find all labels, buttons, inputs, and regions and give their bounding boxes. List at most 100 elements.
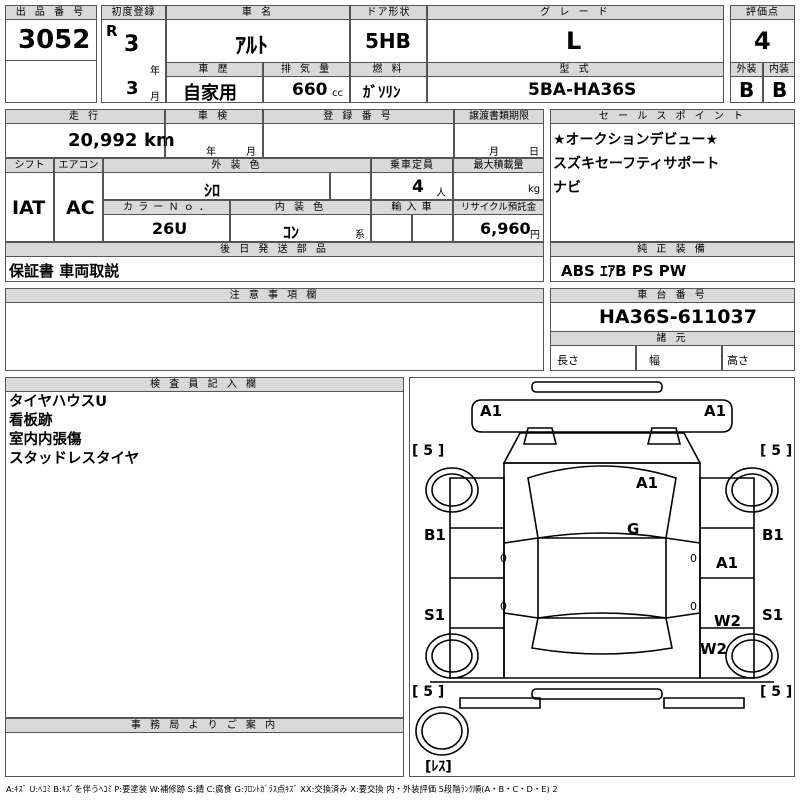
recycle-fee: 6,960 xyxy=(480,219,531,238)
spec-width-cell: 幅 xyxy=(636,345,722,371)
exterior-grade-label: 外装 xyxy=(730,62,763,77)
diagram-mark: A1 xyxy=(636,474,658,492)
transfer-day-unit: 日 xyxy=(529,147,539,158)
exterior-grade: B xyxy=(739,78,755,102)
wheel-rear-right xyxy=(725,633,779,679)
car-diagram-svg: A1 A1 A1 G A1 B1 B1 S1 S1 W2 W2 [ 5 ] [ … xyxy=(412,381,792,775)
mileage: 20,992 xyxy=(68,130,138,151)
transfer-docs-cell: 月 日 xyxy=(454,123,544,158)
windshield-outline xyxy=(527,465,677,539)
chassis-number: HA36S-611037 xyxy=(599,306,757,328)
fuel-label: 燃 料 xyxy=(350,62,427,77)
equipment: ABS ｴｱB PS PW xyxy=(561,262,687,280)
diagram-mark: S1 xyxy=(762,606,783,624)
first-reg-cell: R 3 年 3 月 xyxy=(101,19,166,103)
inspector-line: 室内内張傷 xyxy=(9,432,82,448)
max-load-unit: kg xyxy=(528,184,541,195)
notes-label: 注 意 事 項 欄 xyxy=(5,288,544,303)
sales-point-line: スズキセーフティサポート xyxy=(553,156,720,172)
int-color-unit: 系 xyxy=(355,230,365,241)
side-zero: 0 xyxy=(690,600,697,613)
legend-text: A:ｷｽﾞ U:ﾍｺﾐ B:ｷｽﾞを伴うﾍｺﾐ P:要塗装 W:補修跡 S:錆 … xyxy=(6,784,558,794)
wheel-front-left xyxy=(425,467,479,513)
displacement-label: 排 気 量 xyxy=(263,62,350,77)
capacity: 4 xyxy=(412,177,424,197)
reg-month: 3 xyxy=(126,78,139,99)
sales-point-line: ★オークションデビュー★ xyxy=(553,132,719,148)
int-color: ｺﾝ xyxy=(283,223,300,242)
aircon-cell: AC xyxy=(54,172,103,242)
equipment-label: 純 正 装 備 xyxy=(550,242,795,257)
side-zero: 0 xyxy=(500,600,507,613)
headlight-right xyxy=(646,427,682,445)
wheel-rear-left xyxy=(425,633,479,679)
capacity-cell: 4 人 xyxy=(371,172,453,200)
diagram-mark: B1 xyxy=(424,526,446,544)
recycle-cell: 6,960 円 xyxy=(453,214,544,242)
side-zero: 0 xyxy=(500,552,507,565)
max-load-cell: kg xyxy=(453,172,544,200)
lot-label: 出 品 番 号 xyxy=(5,5,97,20)
recycle-unit: 円 xyxy=(530,230,540,241)
diagram-mark: A1 xyxy=(704,402,726,420)
color-no-cell: 26U xyxy=(103,214,230,242)
displacement-cell: 660 cc xyxy=(263,76,350,103)
diagram-mark: W2 xyxy=(714,612,741,630)
score-label: 評価点 xyxy=(730,5,795,20)
import-cell-a xyxy=(371,214,412,242)
import-cell-b xyxy=(412,214,453,242)
equipment-cell: ABS ｴｱB PS PW xyxy=(550,256,795,282)
month-unit: 月 xyxy=(150,92,160,103)
aircon: AC xyxy=(66,197,95,219)
lot-number: 3052 xyxy=(18,25,91,55)
sales-point-line: ナビ xyxy=(553,180,581,196)
office-label: 事 務 局 よ り ご 案 内 xyxy=(5,718,404,733)
shift: IAT xyxy=(12,197,46,219)
interior-grade-cell: B xyxy=(763,76,795,103)
score-cell: 4 xyxy=(730,19,795,63)
hood-outline xyxy=(502,432,702,464)
spec-width-label: 幅 xyxy=(649,354,660,367)
model-cell: 5BA-HA36S xyxy=(427,76,724,103)
top-bumper-outline xyxy=(531,381,663,393)
sales-point-label: セ ー ル ス ポ イ ン ト xyxy=(550,109,795,124)
spare-tire xyxy=(415,706,469,756)
office-area xyxy=(5,732,404,777)
inspection-month-unit: 月 xyxy=(246,147,256,158)
interior-grade: B xyxy=(772,78,788,102)
import-label: 輸 入 車 xyxy=(371,200,453,215)
front-bumper-outline xyxy=(471,399,733,433)
int-color-cell: ｺﾝ 系 xyxy=(230,214,371,242)
model-code: 5BA-HA36S xyxy=(528,80,637,100)
car-name-cell: ｱﾙﾄ xyxy=(166,19,350,63)
spec-length-label: 長さ xyxy=(557,354,579,367)
side-zero: 0 xyxy=(690,552,697,565)
specs-label: 諸 元 xyxy=(550,331,795,346)
history-label: 車 歴 xyxy=(166,62,263,77)
tire-tread-front-left: [ 5 ] xyxy=(412,443,444,459)
wheel-front-right xyxy=(725,467,779,513)
door-cell: 5HB xyxy=(350,19,427,63)
later-parts-cell: 保証書 車両取説 xyxy=(5,256,544,282)
max-load-label: 最大積載量 xyxy=(453,158,544,173)
door-label: ドア形状 xyxy=(350,5,427,20)
notes-area xyxy=(5,302,544,371)
int-color-label: 内 装 色 xyxy=(230,200,371,215)
shift-label: シフト xyxy=(5,158,54,173)
later-parts: 保証書 車両取説 xyxy=(9,262,120,280)
shift-cell: IAT xyxy=(5,172,54,242)
inspection-cell: 年 月 xyxy=(165,123,263,158)
grade-label: グ レ ー ド xyxy=(427,5,724,20)
lot-blank xyxy=(5,60,97,103)
reg-year: 3 xyxy=(124,32,140,57)
fuel-cell: ｶﾞｿﾘﾝ xyxy=(350,76,427,103)
diagram-mark: A1 xyxy=(716,554,738,572)
chassis-cell: HA36S-611037 xyxy=(550,302,795,332)
ext-color-label: 外 装 色 xyxy=(103,158,371,173)
interior-grade-label: 内装 xyxy=(763,62,795,77)
color-no-label: カ ラ ー Ｎ ｏ ． xyxy=(103,200,230,215)
reg-no-cell xyxy=(263,123,454,158)
later-parts-label: 後 日 発 送 部 品 xyxy=(5,242,544,257)
tire-tread-rear-left: [ 5 ] xyxy=(412,684,444,700)
ext-color-cell: ｼﾛ xyxy=(103,172,330,200)
